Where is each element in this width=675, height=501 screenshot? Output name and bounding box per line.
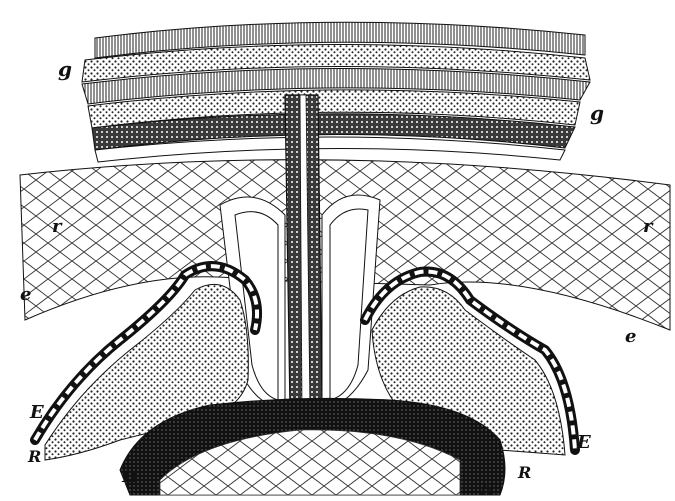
label-e-right: e: [625, 326, 636, 347]
label-R-left: R: [27, 447, 41, 466]
bark-layers: [82, 22, 590, 162]
label-e-left: e: [20, 284, 31, 305]
label-E-right: E: [576, 432, 591, 453]
label-r-left: r: [52, 216, 63, 237]
label-g-left: g: [58, 57, 72, 81]
label-E-left: E: [29, 402, 44, 423]
label-g-right: g: [590, 101, 604, 125]
central-duct: [285, 95, 322, 410]
label-r-right: r: [643, 216, 654, 237]
label-H-left: H: [121, 467, 138, 486]
label-H-right: H: [479, 480, 496, 499]
label-R-right: R: [517, 463, 531, 482]
